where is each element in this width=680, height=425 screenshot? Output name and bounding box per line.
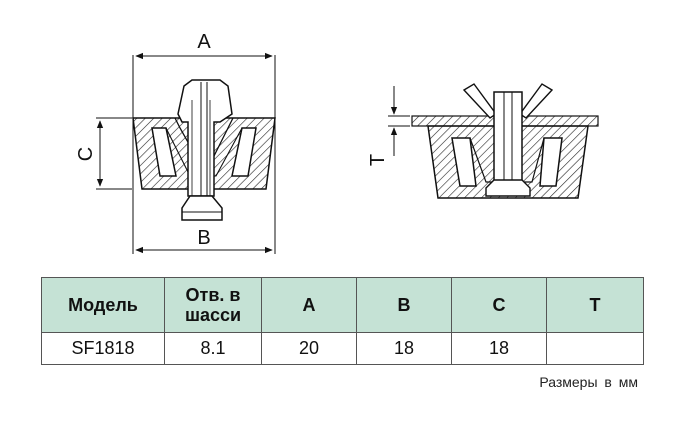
cell-t xyxy=(546,332,644,365)
wing-right xyxy=(519,83,554,119)
spec-table: Модель Отв. в шасси A B C T SF1818 8.1 2… xyxy=(41,277,644,365)
pin-right xyxy=(493,91,523,189)
header-c: C xyxy=(451,277,547,333)
left-view: A B C xyxy=(75,31,276,254)
technical-drawing: A B C T xyxy=(75,31,599,254)
cell-chassis-hole: 8.1 xyxy=(164,332,262,365)
dimension-b-label: B xyxy=(197,227,210,249)
table-header-row: Модель Отв. в шасси A B C T xyxy=(41,277,644,333)
dimension-c-label: C xyxy=(75,147,97,161)
units-note: Размеры в мм xyxy=(539,374,638,390)
table-row: SF1818 8.1 20 18 18 xyxy=(41,332,644,365)
header-model: Модель xyxy=(41,277,165,333)
cell-model: SF1818 xyxy=(41,332,165,365)
header-b: B xyxy=(356,277,452,333)
cell-c: 18 xyxy=(451,332,547,365)
cell-b: 18 xyxy=(356,332,452,365)
pin-left xyxy=(177,79,233,197)
header-t: T xyxy=(546,277,644,333)
header-a: A xyxy=(261,277,357,333)
header-chassis-hole: Отв. в шасси xyxy=(164,277,262,333)
wing-left xyxy=(462,83,497,119)
dimension-a-label: A xyxy=(197,31,211,53)
dimension-t-label: T xyxy=(367,154,389,166)
right-view: T xyxy=(367,83,599,199)
cell-a: 20 xyxy=(261,332,357,365)
